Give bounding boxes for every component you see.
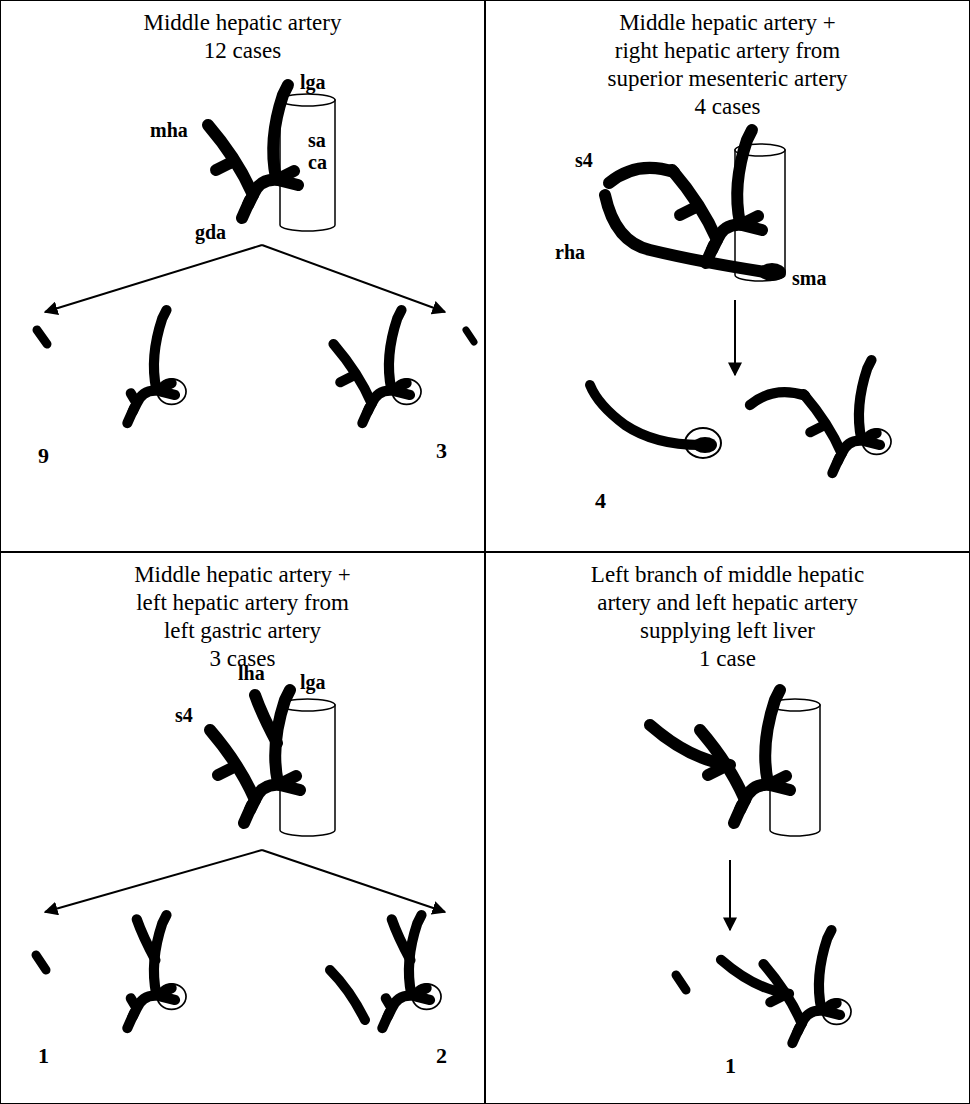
case-count: 4 (595, 490, 606, 512)
celiac-tree (721, 930, 851, 1043)
panel-title: Left branch of middle hepatic artery and… (578, 561, 877, 645)
title-block: Middle hepatic artery + right hepatic ar… (486, 9, 969, 121)
title-block: Middle hepatic artery + left hepatic art… (1, 561, 484, 673)
split-arrows (45, 245, 445, 312)
segment-label: s4 (575, 150, 593, 170)
down-arrow (734, 300, 736, 375)
cut-artery (466, 330, 474, 342)
celiac-tree (334, 310, 422, 423)
aorta-cylinder (280, 94, 335, 231)
title-block: Middle hepatic artery12 cases (1, 9, 484, 65)
down-arrow (729, 860, 731, 930)
vessel-label: lga (300, 72, 326, 92)
cut-artery (36, 955, 46, 970)
vessel-label: sa (308, 130, 326, 150)
case-total: 1 case (578, 645, 877, 673)
right-hepatic-artery (590, 385, 700, 445)
aorta-cylinder (280, 699, 335, 836)
case-count: 9 (38, 445, 49, 467)
case-total: 12 cases (121, 37, 365, 65)
case-count: 1 (725, 1055, 736, 1077)
vessel-label: gda (195, 222, 226, 242)
split-arrows (45, 850, 445, 912)
cut-artery (37, 330, 47, 344)
vessel-label: ca (308, 152, 327, 172)
sma-origin (758, 263, 786, 281)
aortic-patch (685, 428, 721, 458)
panel-box: Middle hepatic artery12 cases (0, 0, 485, 552)
case-total: 4 cases (606, 93, 850, 121)
vessel-label: rha (555, 242, 585, 262)
vessel-label: lha (238, 663, 265, 683)
celiac-tree (609, 130, 762, 263)
panel-box: Middle hepatic artery + right hepatic ar… (485, 0, 970, 552)
title-block: Left branch of middle hepatic artery and… (486, 561, 969, 673)
panel-title: Middle hepatic artery + right hepatic ar… (606, 9, 850, 93)
case-count: 1 (38, 1045, 49, 1067)
celiac-tree (382, 915, 441, 1028)
celiac-tree (210, 690, 300, 823)
panel-box: Middle hepatic artery + left hepatic art… (0, 552, 485, 1104)
cut-artery (330, 970, 365, 1020)
celiac-tree (650, 690, 790, 823)
celiac-tree (750, 360, 891, 473)
vessel-label: mha (150, 120, 188, 140)
panel-title: Middle hepatic artery + left hepatic art… (121, 561, 365, 645)
segment-label: s4 (175, 705, 193, 725)
cut-artery (676, 975, 686, 990)
celiac-tree (208, 85, 298, 218)
vessel-label: lga (300, 672, 326, 692)
celiac-tree (127, 915, 186, 1028)
vessel-label: sma (792, 268, 826, 288)
aorta-cylinder (770, 699, 820, 836)
celiac-tree (127, 310, 186, 423)
case-count: 3 (436, 440, 447, 462)
panel-title: Middle hepatic artery (121, 9, 365, 37)
sma-origin (693, 437, 717, 453)
case-count: 2 (436, 1045, 447, 1067)
panel-box: Left branch of middle hepatic artery and… (485, 552, 970, 1104)
